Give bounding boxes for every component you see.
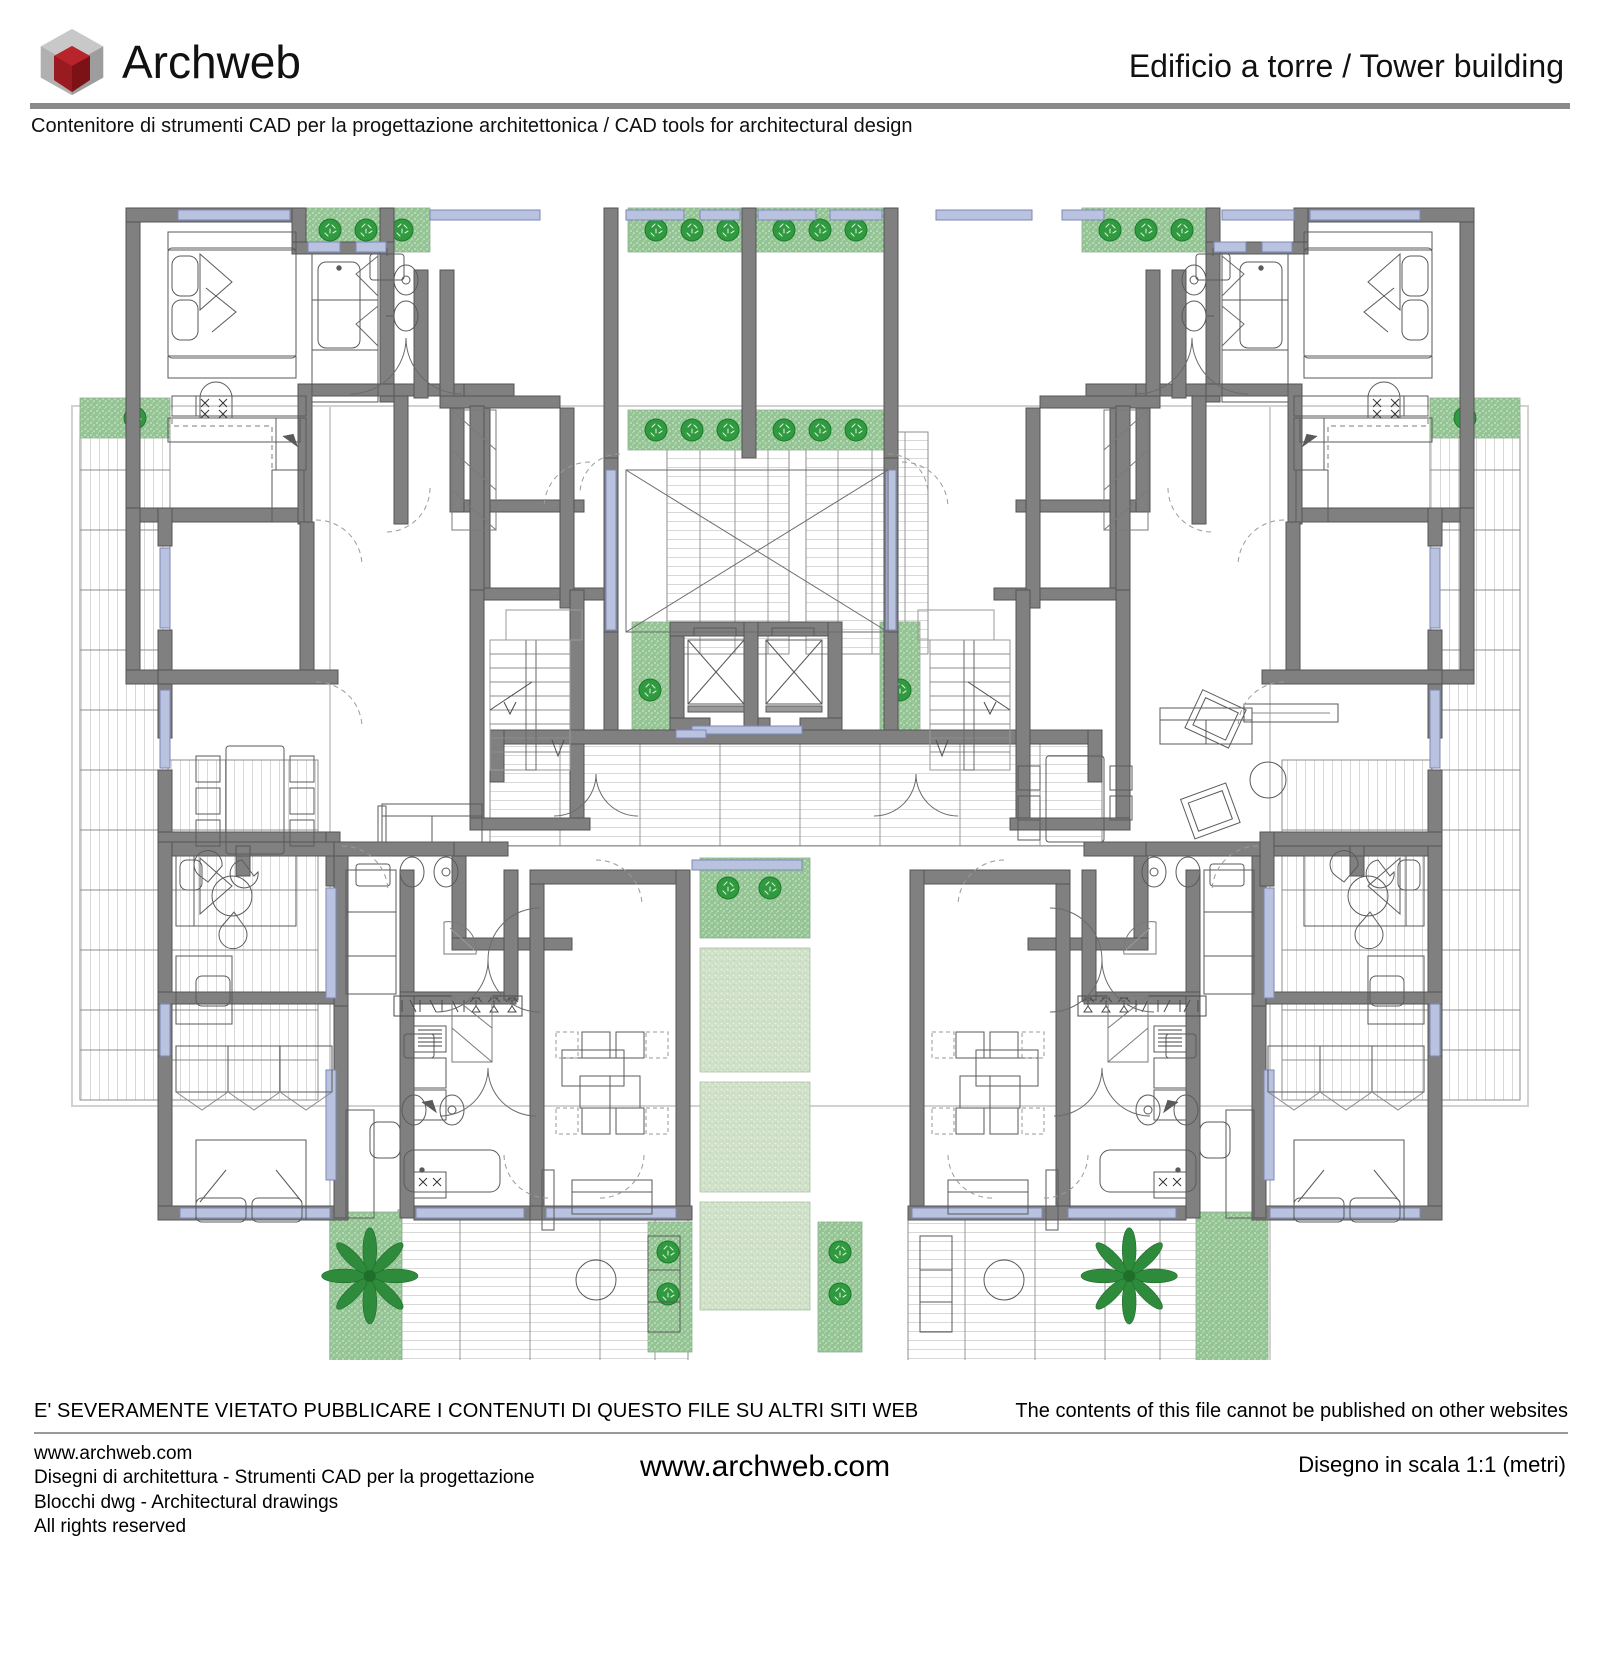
footer-line-3: Blocchi dwg - Architectural drawings <box>34 1491 339 1513</box>
sofa-lower-left <box>175 1045 333 1111</box>
sofa-right <box>1159 707 1253 745</box>
bed-lower-right-a <box>1303 855 1425 927</box>
desk-lower-left <box>175 955 233 1025</box>
armchairs-right <box>1179 689 1339 840</box>
outdoor-table-left <box>193 850 259 950</box>
archweb-cube-logo <box>38 26 106 98</box>
kitchen-lower-right <box>1153 1025 1187 1199</box>
living-lower-right <box>919 1031 1059 1333</box>
dining-table-left <box>195 745 315 855</box>
desk-lower-right <box>1367 955 1425 1025</box>
footer-info-block: www.archweb.com Disegni di architettura … <box>34 1442 535 1539</box>
drawing-scale-note: Disegno in scala 1:1 (metri) <box>1298 1452 1566 1477</box>
bed-lower-left-b <box>195 1139 307 1223</box>
wardrobe-lower-left <box>345 869 401 1219</box>
kitchen-counter-lower-left <box>393 995 523 1017</box>
dining-table-right <box>1017 755 1133 843</box>
stair-left <box>489 609 583 771</box>
page-header: Archweb Edificio a torre / Tower buildin… <box>0 0 1600 150</box>
outdoor-table-right <box>1329 850 1395 950</box>
bed-top-right <box>1303 231 1433 379</box>
bed-top-left <box>167 231 297 379</box>
floor-plan-drawing <box>0 170 1600 1360</box>
elevator-right <box>765 627 823 713</box>
header-divider <box>30 103 1570 109</box>
central-void <box>625 469 889 633</box>
floor-plan-svg <box>71 207 1529 1360</box>
copyright-notice-en: The contents of this file cannot be publ… <box>1015 1400 1568 1422</box>
bathroom-lower-left-a <box>355 856 477 955</box>
page-title: Edificio a torre / Tower building <box>1128 48 1564 84</box>
copyright-notice-row: E' SEVERAMENTE VIETATO PUBBLICARE I CONT… <box>0 1400 1600 1436</box>
stair-right <box>917 609 1011 771</box>
furniture-and-fixtures <box>167 231 1433 1333</box>
bed-lower-left-a <box>175 855 297 927</box>
footer-line-4: All rights reserved <box>34 1515 187 1537</box>
bathroom-top-left <box>317 248 419 349</box>
brand-logo[interactable]: Archweb <box>38 26 301 98</box>
footer-line-2: Disegni di architettura - Strumenti CAD … <box>34 1467 535 1489</box>
bathroom-lower-right-a <box>1123 856 1245 955</box>
header-subtitle: Contenitore di strumenti CAD per la prog… <box>31 115 913 137</box>
desk-top-left <box>167 381 301 443</box>
kitchen-lower-left <box>413 1025 447 1199</box>
copyright-notice-it: E' SEVERAMENTE VIETATO PUBBLICARE I CONT… <box>34 1400 919 1422</box>
wardrobe-top-left <box>311 253 379 403</box>
footer-divider <box>34 1432 1568 1434</box>
wardrobe-top-right <box>1221 253 1289 403</box>
desk-top-right <box>1299 381 1433 443</box>
kitchen-top-left <box>171 395 307 523</box>
terrace-decks <box>79 414 1521 1360</box>
bed-lower-right-b <box>1293 1139 1405 1223</box>
page-footer: E' SEVERAMENTE VIETATO PUBBLICARE I CONT… <box>0 1390 1600 1662</box>
elevator-left <box>687 627 745 713</box>
sofa-left <box>377 803 483 843</box>
footer-website[interactable]: www.archweb.com <box>34 1443 193 1464</box>
footer-website-large[interactable]: www.archweb.com <box>640 1450 891 1483</box>
bathroom-top-right <box>1181 248 1283 349</box>
closets <box>451 409 1149 1063</box>
door-swings <box>315 337 1285 1199</box>
wardrobe-lower-right <box>1199 869 1255 1219</box>
sofa-lower-right <box>1267 1045 1425 1111</box>
windows <box>159 209 1441 1219</box>
kitchen-top-right <box>1293 395 1429 523</box>
brand-name: Archweb <box>122 36 301 88</box>
living-lower-left <box>541 1031 681 1333</box>
